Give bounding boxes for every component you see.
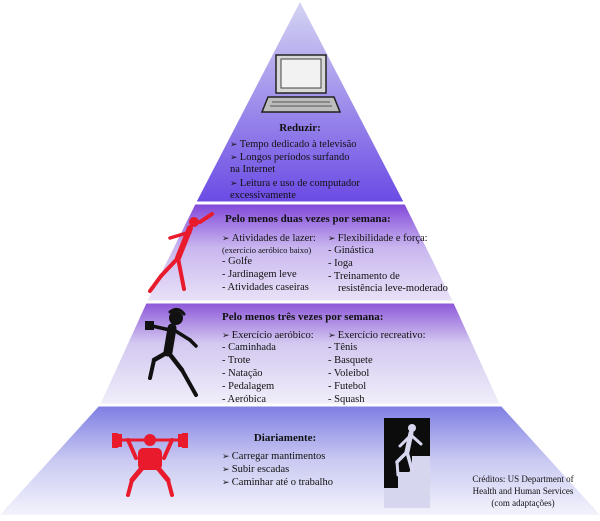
tier1-item: Tempo dedicado à televisão <box>230 138 357 152</box>
tier3-left-item: - Caminhada <box>222 342 276 353</box>
credits-line: Créditos: US Department of <box>472 474 574 484</box>
tier3-right-item: - Voleibol <box>328 368 370 379</box>
stretching-figure-icon <box>148 212 214 293</box>
tier3-right-item: - Squash <box>328 394 365 405</box>
tier3-right-item: - Basquete <box>328 355 373 366</box>
tier3-left-item: - Aeróbica <box>222 394 267 405</box>
tier1-item: na Internet <box>230 164 276 175</box>
tier4-item: Carregar mantimentos <box>222 450 326 464</box>
credits-line: (com adaptações) <box>491 498 555 508</box>
tier2-right-item: - Ioga <box>328 258 353 269</box>
tier3-right-item: - Futebol <box>328 381 367 392</box>
tier2-left-heading: Atividades de lazer: <box>222 232 316 246</box>
tier3-shape <box>100 302 500 405</box>
tier2-left-item: - Golfe <box>222 256 253 267</box>
tier3-left-item: - Pedalagem <box>222 381 275 392</box>
dumbbell-runner-icon <box>145 307 198 397</box>
credits-line: Health and Human Services <box>472 486 574 496</box>
tier2-left-item: - Atividades caseiras <box>222 282 309 293</box>
tier2-title: Pelo menos duas vezes por semana: <box>225 213 391 225</box>
tier1-item: Leitura e uso de computador <box>230 177 360 191</box>
tier4-item: Caminhar até o trabalho <box>222 476 333 490</box>
tier2-right-item: - Treinamento de <box>328 271 400 282</box>
tier2-shape <box>147 203 453 302</box>
tier1-item: Longos períodos surfando <box>230 151 350 165</box>
tier3-left-item: - Trote <box>222 355 251 366</box>
tier3-left-item: - Natação <box>222 368 263 379</box>
tier3-right-item: - Tênis <box>328 342 358 353</box>
tier2-right-item: resistência leve-moderado <box>338 283 448 294</box>
tier1-item: excessivamente <box>230 190 296 201</box>
weightlifter-icon <box>112 433 188 497</box>
tier2-left-item: - Jardinagem leve <box>222 269 297 280</box>
tier2-right-heading: Flexibilidade e força: <box>328 232 428 246</box>
tier2-left-note: (exercício aeróbico baixo) <box>222 245 312 255</box>
tier1-title: Reduzir: <box>279 122 321 134</box>
tier4-item: Subir escadas <box>222 463 289 477</box>
tier3-left-heading: Exercício aeróbico: <box>222 329 314 343</box>
tier4-title: Diariamente: <box>253 432 317 444</box>
tier3-right-heading: Exercício recreativo: <box>328 329 426 343</box>
tier3-title: Pelo menos três vezes por semana: <box>222 311 384 323</box>
laptop-icon <box>260 54 342 113</box>
stair-climber-icon <box>384 418 430 508</box>
tier2-right-item: - Ginástica <box>328 245 374 256</box>
